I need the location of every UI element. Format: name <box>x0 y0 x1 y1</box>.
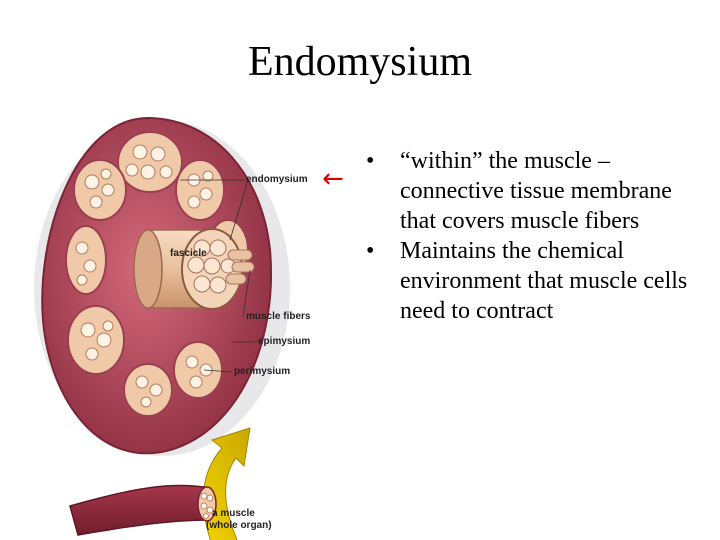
label-muscle: a muscle <box>212 508 255 519</box>
bullet-list: “within” the muscle – connective tissue … <box>362 146 692 326</box>
label-endomysium: endomysium <box>246 174 308 185</box>
label-epimysium: epimysium <box>258 336 310 347</box>
label-muscle-fibers: muscle fibers <box>246 311 310 322</box>
label-perimysium: perimysium <box>234 366 290 377</box>
left-arrow-icon: ← <box>322 166 344 192</box>
bullet-item: “within” the muscle – connective tissue … <box>362 146 692 236</box>
bullet-item: Maintains the chemical environment that … <box>362 236 692 326</box>
muscle-diagram: endomysium fascicle muscle fibers epimys… <box>0 90 340 540</box>
slide-title: Endomysium <box>0 38 720 86</box>
label-fascicle: fascicle <box>170 248 207 259</box>
label-whole-organ: (whole organ) <box>206 520 272 531</box>
whole-muscle <box>70 485 216 535</box>
